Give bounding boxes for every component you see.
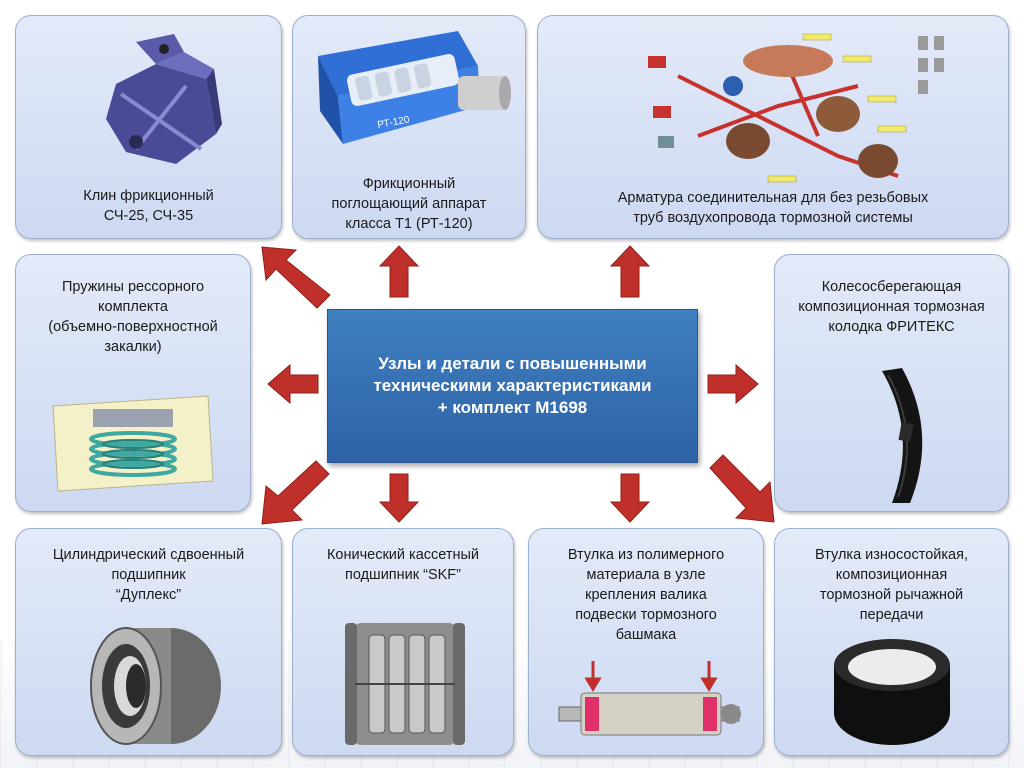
brake-shoe-label-1: Колесосберегающая — [821, 279, 962, 295]
wedge-label-2: СЧ-25, СЧ-35 — [103, 208, 194, 224]
polymer-bushing-image — [558, 661, 741, 736]
card-friction-wedge: Клин фрикционный СЧ-25, СЧ-35 — [15, 15, 282, 239]
wear-label-1: Втулка износостойкая, — [815, 547, 968, 563]
fittings-label-1: Арматура соединительная для без резьбовы… — [617, 190, 929, 206]
card-springs: Пружины рессорного комплекта (объемно-по… — [15, 254, 251, 512]
skf-label-1: Конический кассетный — [326, 547, 480, 563]
polymer-label-2: материала в узле — [586, 567, 706, 583]
duplex-bearing-image — [90, 627, 221, 745]
central-topic-box: Узлы и детали с повышенными техническими… — [327, 309, 698, 463]
arrow-down-right — [709, 454, 775, 523]
wear-label-2: композиционная — [835, 567, 948, 583]
card-brake-fittings: Арматура соединительная для без резьбовы… — [537, 15, 1009, 239]
arrow-right-brake-shoe — [707, 363, 759, 405]
card-duplex-bearing: Цилиндрический сдвоенный подшипник “Дупл… — [15, 528, 282, 756]
arrow-up-draft-gear — [378, 245, 420, 298]
arrow-down-skf — [378, 473, 420, 523]
brake-shoe-label-2: композиционная тормозная — [798, 299, 985, 315]
wear-label-3: тормозной рычажной — [819, 587, 964, 603]
wear-bushing-image — [834, 639, 950, 745]
draft-gear-label-3: класса Т1 (РТ-120) — [345, 216, 473, 232]
skf-bearing-image — [345, 623, 465, 745]
brake-shoe-label-3: колодка ФРИТЕКС — [828, 319, 955, 335]
draft-gear-label-2: поглощающий аппарат — [331, 196, 487, 212]
card-polymer-bushing: Втулка из полимерного материала в узле к… — [528, 528, 764, 756]
fittings-label-2: труб воздухопровода тормозной системы — [633, 210, 913, 226]
springs-label-2: комплекта — [98, 299, 168, 315]
arrow-down-polymer — [609, 473, 651, 523]
friction-wedge-image — [106, 34, 222, 164]
central-topic-title: Узлы и детали с повышенными техническими… — [373, 354, 652, 417]
wear-label-4: передачи — [859, 607, 924, 623]
arrow-up-left — [261, 246, 331, 309]
springs-label-4: закалки) — [104, 339, 162, 355]
card-draft-gear: РТ-120 Фрикционный поглощающий аппарат к… — [292, 15, 526, 239]
draft-gear-label-1: Фрикционный — [362, 176, 456, 192]
duplex-label-3: “Дуплекс” — [115, 587, 182, 603]
arrow-up-fittings — [609, 245, 651, 298]
card-brake-shoe: Колесосберегающая композиционная тормозн… — [774, 254, 1009, 512]
card-skf-bearing: Конический кассетный подшипник “SKF” — [292, 528, 514, 756]
draft-gear-image: РТ-120 — [318, 31, 511, 144]
polymer-label-1: Втулка из полимерного — [567, 547, 725, 563]
polymer-label-5: башмака — [615, 627, 677, 643]
brake-fittings-image — [648, 33, 944, 183]
card-wear-bushing: Втулка износостойкая, композиционная тор… — [774, 528, 1009, 756]
springs-label-3: (объемно-поверхностной — [48, 319, 218, 335]
springs-image — [52, 395, 214, 492]
wedge-label-1: Клин фрикционный — [83, 188, 214, 204]
arrow-left-springs — [267, 363, 319, 405]
duplex-label-1: Цилиндрический сдвоенный — [52, 547, 245, 563]
skf-label-2: подшипник “SKF” — [345, 567, 461, 583]
duplex-label-2: подшипник — [111, 567, 186, 583]
springs-label-1: Пружины рессорного — [61, 279, 205, 295]
brake-shoe-image — [882, 368, 923, 503]
polymer-label-4: подвески тормозного — [575, 607, 717, 623]
arrow-down-left — [261, 460, 330, 525]
polymer-label-3: крепления валика — [585, 587, 707, 603]
